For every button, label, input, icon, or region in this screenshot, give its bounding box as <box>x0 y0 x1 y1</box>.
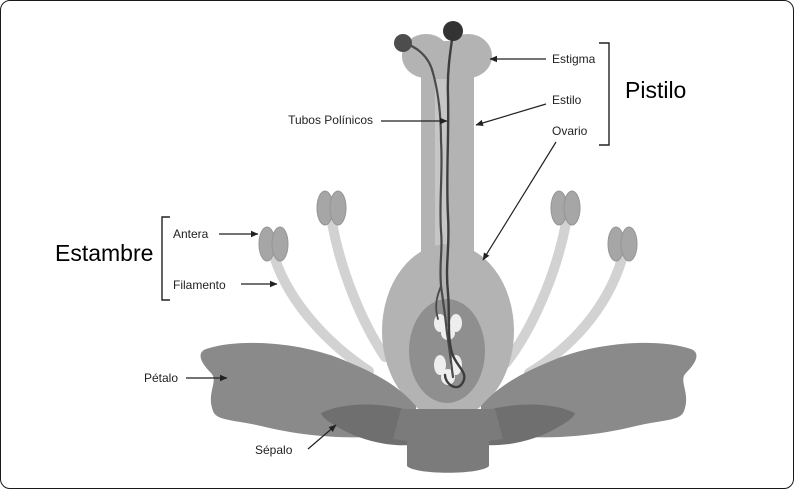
sepal-right <box>483 404 575 446</box>
group-label-pistilo: Pistilo <box>625 77 686 103</box>
label-petalo: Pétalo <box>144 371 178 385</box>
label-tubos-polinicos: Tubos Polínicos <box>288 113 373 127</box>
sepal-left <box>321 404 413 446</box>
receptacle <box>393 409 503 473</box>
label-antera: Antera <box>173 227 209 241</box>
anthers <box>258 190 638 262</box>
pollen-tube-right <box>443 31 466 389</box>
pollen-grain-left <box>394 34 412 52</box>
label-estilo: Estilo <box>552 93 582 107</box>
anther-far-right <box>607 226 638 262</box>
leader-arrows <box>186 55 557 450</box>
label-ovario: Ovario <box>552 124 588 138</box>
label-estigma: Estigma <box>552 52 596 66</box>
anther-far-left <box>258 226 289 262</box>
filament-far-right <box>524 254 627 378</box>
arrow-sepalo <box>307 424 337 450</box>
anther-inner-left <box>316 190 347 226</box>
pollen-grain-right <box>443 21 463 41</box>
label-sepalo: Sépalo <box>255 443 293 457</box>
group-label-estambre: Estambre <box>55 240 153 266</box>
stamen-filaments <box>270 218 627 378</box>
anther-inner-right <box>550 190 581 226</box>
pistilo-bracket <box>599 42 610 146</box>
ovary-cavity <box>409 299 485 403</box>
arrow-ovario <box>482 141 557 261</box>
filament-inner-right <box>501 218 571 368</box>
estambre-bracket <box>161 216 170 301</box>
stigma <box>402 34 492 79</box>
filament-far-left <box>270 254 374 376</box>
arrow-estilo <box>475 103 547 127</box>
filament-inner-left <box>327 218 390 362</box>
label-filamento: Filamento <box>173 278 226 292</box>
pollen-tube-left <box>401 41 455 379</box>
pollen-tube-branch <box>435 285 442 320</box>
pollen-tubes <box>401 31 466 389</box>
